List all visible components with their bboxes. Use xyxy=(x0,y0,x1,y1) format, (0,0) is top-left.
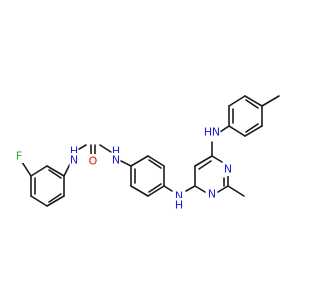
bond xyxy=(261,95,280,107)
bond xyxy=(211,155,223,163)
bond xyxy=(194,155,213,167)
bond xyxy=(148,183,162,193)
bond xyxy=(30,165,48,177)
oxygen-atom: O xyxy=(89,155,98,168)
bond xyxy=(244,125,263,137)
urea-nh-right-h-bg xyxy=(111,144,121,158)
bond xyxy=(163,185,173,192)
bond xyxy=(185,185,196,192)
bond-layer xyxy=(21,95,280,207)
bond xyxy=(228,125,246,137)
fluorine-atom-bg xyxy=(14,149,24,163)
urea-nh-left-h: H xyxy=(70,145,78,158)
bond xyxy=(244,95,263,107)
pyrimidine-n3: N xyxy=(224,163,232,176)
pyrimidine-n3-bg xyxy=(223,162,233,176)
urea-nh-left-h-bg xyxy=(69,144,79,158)
fluorine-atom: F xyxy=(16,150,22,163)
bond xyxy=(148,159,162,169)
bond xyxy=(48,193,62,203)
bond xyxy=(194,185,206,193)
linker-nh-lower-h-bg xyxy=(174,198,184,212)
linker-nh-upper-h-bg xyxy=(203,125,213,139)
linker-nh-lower-h: H xyxy=(175,199,183,212)
linker-nh-lower-n: N xyxy=(175,190,183,203)
urea-nh-right-h: H xyxy=(112,145,120,158)
linker-nh-lower-n-bg xyxy=(174,189,184,203)
bond xyxy=(245,99,259,109)
bond xyxy=(198,160,212,170)
bond xyxy=(48,169,62,179)
bond xyxy=(147,185,165,197)
urea-nh-left-n-bg xyxy=(69,153,79,167)
bond xyxy=(130,185,149,197)
pyrimidine-n1-bg xyxy=(207,187,217,201)
bond xyxy=(228,95,246,107)
bond xyxy=(30,195,48,207)
bond xyxy=(219,125,230,133)
bond xyxy=(217,185,229,193)
bond xyxy=(227,185,245,197)
linker-nh-upper-n: N xyxy=(212,126,220,139)
bond xyxy=(130,155,149,167)
urea-nh-right-n: N xyxy=(112,154,120,167)
urea-nh-left-n: N xyxy=(70,154,78,167)
pyrimidine-n1: N xyxy=(208,188,216,201)
linker-nh-upper-n-bg xyxy=(211,125,221,139)
bond xyxy=(245,123,259,133)
bond xyxy=(118,159,132,167)
bond xyxy=(21,161,32,177)
linker-nh-upper-h: H xyxy=(204,126,212,139)
bond xyxy=(46,195,65,207)
bond xyxy=(147,155,165,167)
bond xyxy=(46,165,65,177)
urea-nh-right-n-bg xyxy=(111,153,121,167)
oxygen-atom-bg xyxy=(87,154,99,168)
bond xyxy=(99,144,112,153)
